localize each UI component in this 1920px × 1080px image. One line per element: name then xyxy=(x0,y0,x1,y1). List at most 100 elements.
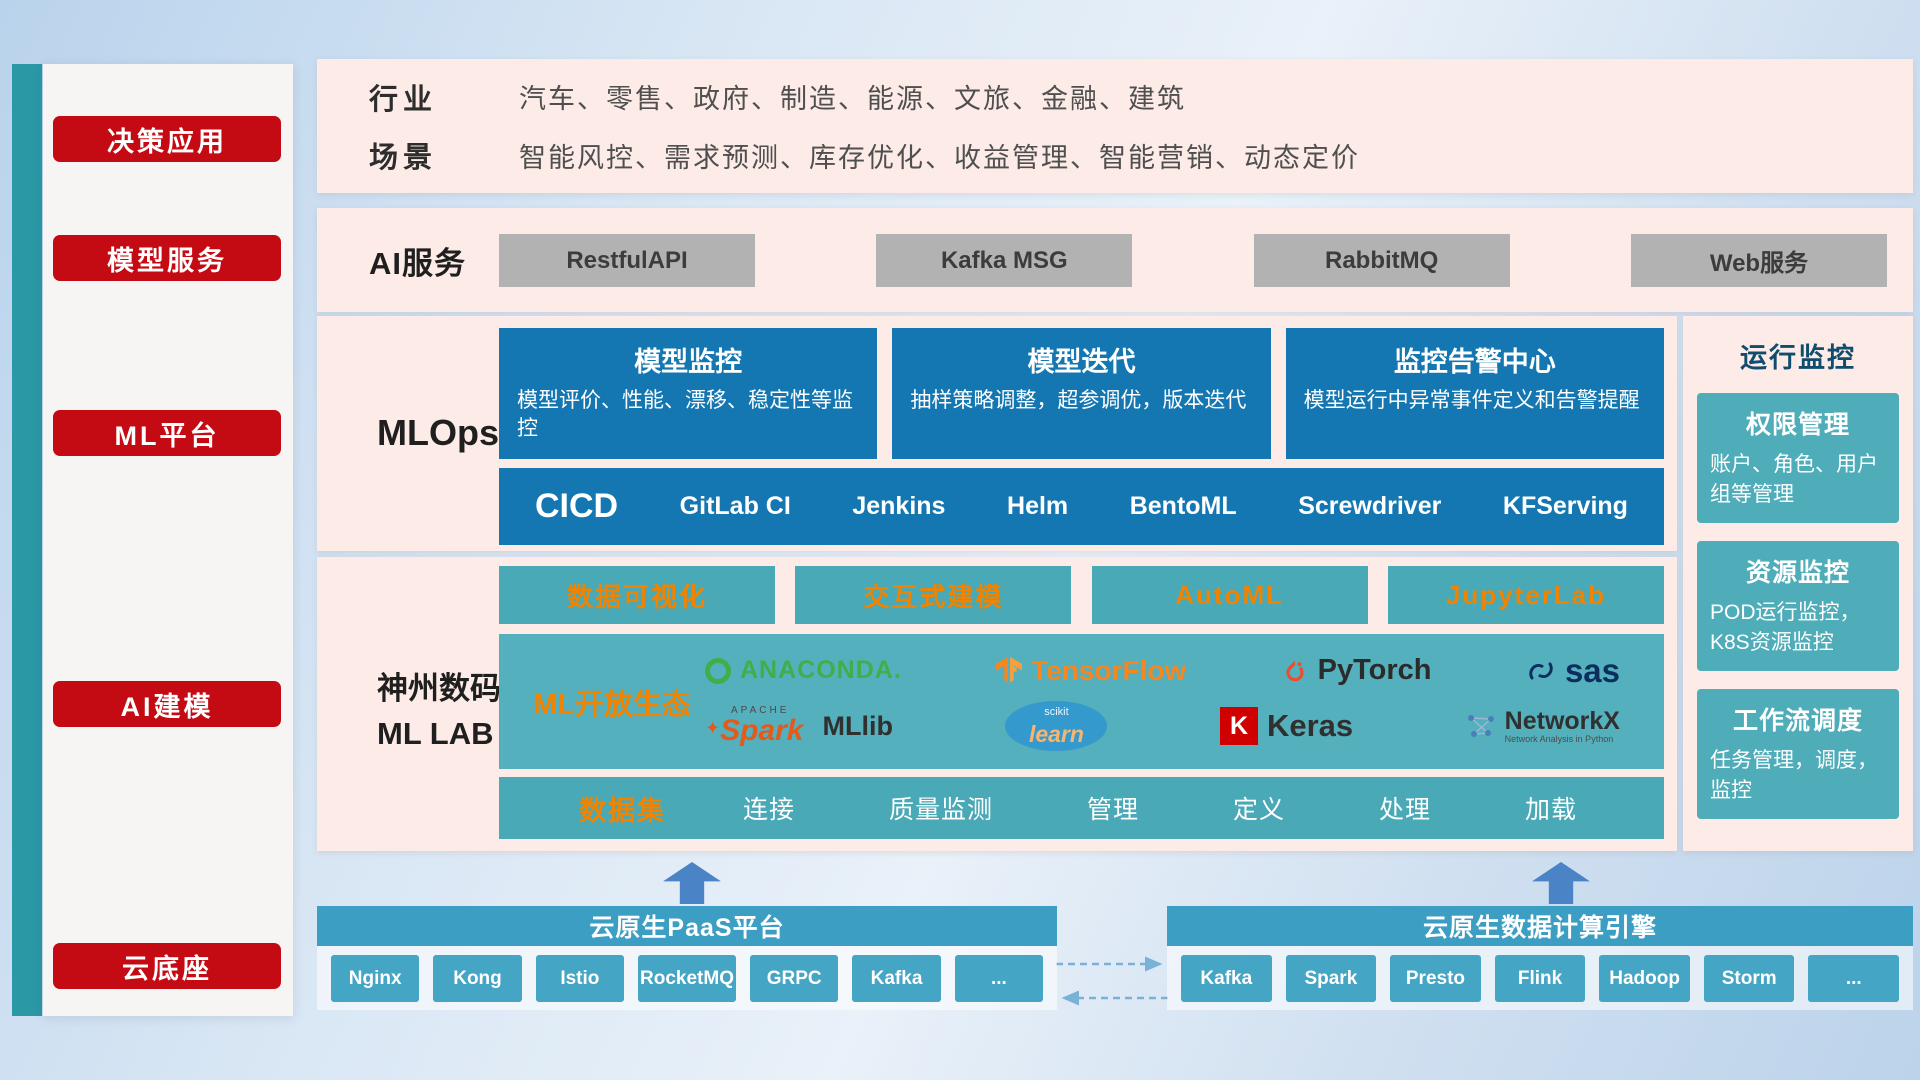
anaconda-logo: ANACONDA. xyxy=(705,656,902,685)
engine-presto: Presto xyxy=(1390,955,1481,1002)
card-title: 资源监控 xyxy=(1745,558,1850,587)
dataset-item-connect: 连接 xyxy=(742,796,795,824)
ai-service-panel: AI服务 RestfulAPI Kafka MSG RabbitMQ Web服务 xyxy=(317,208,1913,312)
tensorflow-icon xyxy=(996,656,1023,683)
paas-platform-bar: 云原生PaaS平台 xyxy=(317,906,1057,946)
dataset-items: 连接 质量监测 管理 定义 处理 加载 xyxy=(696,790,1624,826)
paas-istio: Istio xyxy=(535,955,625,1002)
cicd-tool-screwdriver: Screwdriver xyxy=(1298,492,1442,520)
cicd-bar: CICD GitLab CI Jenkins Helm BentoML Scre… xyxy=(499,468,1664,545)
tool-interactive-modeling: 交互式建模 xyxy=(795,566,1072,624)
dashed-flow-arrows xyxy=(1056,956,1168,1006)
cicd-tool-helm: Helm xyxy=(1007,492,1069,520)
tool-data-visualization: 数据可视化 xyxy=(499,566,776,624)
cicd-tool-bentoml: BentoML xyxy=(1129,492,1237,520)
cicd-tool-kfserving: KFServing xyxy=(1502,492,1628,520)
sas-icon xyxy=(1529,662,1553,680)
keras-logo: K Keras xyxy=(1219,707,1353,746)
paas-nginx: Nginx xyxy=(331,955,420,1002)
spark-logo: APACHE ✦Spark xyxy=(705,706,803,746)
left-accent-strip xyxy=(12,64,42,1016)
pytorch-text: PyTorch xyxy=(1317,654,1432,687)
networkx-text: NetworkX xyxy=(1504,706,1620,735)
logo-row-2: APACHE ✦Spark MLlib scikit learn K Kera xyxy=(705,701,1620,752)
runtime-monitoring-title: 运行监控 xyxy=(1740,343,1856,373)
alert-center-card: 监控告警中心 模型运行中异常事件定义和告警提醒 xyxy=(1285,328,1664,459)
scenario-label: 场景 xyxy=(369,142,438,175)
card-desc: 模型评价、性能、漂移、稳定性等监控 xyxy=(517,389,853,441)
anaconda-text: ANACONDA. xyxy=(740,656,902,685)
pytorch-logo: PyTorch xyxy=(1281,654,1432,687)
sidebar-item-ml-platform: ML平台 xyxy=(53,410,281,456)
card-title: 权限管理 xyxy=(1745,411,1850,439)
industry-row: 行业 汽车、零售、政府、制造、能源、文旅、金融、建筑 xyxy=(317,76,1913,118)
ml-lab-label-line1: 神州数码 xyxy=(377,671,501,706)
dataset-bar: 数据集 连接 质量监测 管理 定义 处理 加载 xyxy=(499,777,1664,839)
cicd-label: CICD xyxy=(535,487,619,525)
card-desc: 模型运行中异常事件定义和告警提醒 xyxy=(1303,389,1640,412)
ml-open-ecosystem: ML开放生态 ANACONDA. TensorFlow xyxy=(499,634,1664,769)
paas-rocketmq: RocketMQ xyxy=(638,955,736,1002)
scikit-learn-icon: scikit learn xyxy=(1005,701,1108,752)
paas-more: ... xyxy=(954,955,1044,1002)
engine-storm: Storm xyxy=(1703,955,1795,1002)
logo-row-1: ANACONDA. TensorFlow xyxy=(705,652,1620,690)
industry-value: 汽车、零售、政府、制造、能源、文旅、金融、建筑 xyxy=(519,84,1186,115)
application-layer-panel: 行业 汽车、零售、政府、制造、能源、文旅、金融、建筑 场景 智能风控、需求预测、… xyxy=(317,59,1913,193)
dataset-item-quality: 质量监测 xyxy=(888,796,993,824)
tensorflow-logo: TensorFlow xyxy=(996,655,1186,687)
permission-mgmt-card: 权限管理 账户、角色、用户组等管理 xyxy=(1697,393,1899,523)
ai-service-buttons: RestfulAPI Kafka MSG RabbitMQ Web服务 xyxy=(499,234,1887,287)
networkx-text-stack: NetworkX Network Analysis in Python xyxy=(1504,706,1620,745)
workflow-scheduling-card: 工作流调度 任务管理，调度，监控 xyxy=(1697,688,1899,819)
card-title: 工作流调度 xyxy=(1732,706,1863,735)
pytorch-icon xyxy=(1286,660,1304,681)
networkx-icon xyxy=(1467,715,1494,738)
spark-word: Spark xyxy=(720,714,804,748)
ecosystem-label: ML开放生态 xyxy=(533,688,691,721)
engine-flink: Flink xyxy=(1494,955,1586,1002)
engine-kafka: Kafka xyxy=(1181,955,1272,1002)
cicd-tool-gitlab-ci: GitLab CI xyxy=(679,492,791,520)
card-title: 模型监控 xyxy=(634,347,743,377)
model-monitoring-card: 模型监控 模型评价、性能、漂移、稳定性等监控 xyxy=(499,328,878,459)
data-engine-bar: 云原生数据计算引擎 xyxy=(1167,906,1913,946)
spark-text: ✦Spark xyxy=(705,716,803,746)
engine-components: Kafka Spark Presto Flink Hadoop Storm ..… xyxy=(1167,946,1913,1002)
runtime-monitoring-panel: 运行监控 权限管理 账户、角色、用户组等管理 资源监控 POD运行监控，K8S资… xyxy=(1683,316,1913,851)
card-desc: 抽样策略调整，超参调优，版本迭代 xyxy=(910,389,1247,412)
sas-text: sas xyxy=(1564,651,1620,689)
card-desc: 账户、角色、用户组等管理 xyxy=(1710,453,1878,507)
card-desc: POD运行监控，K8S资源监控 xyxy=(1710,600,1861,655)
ml-lab-tools: 数据可视化 交互式建模 AutoML JupyterLab xyxy=(499,566,1664,624)
scenario-row: 场景 智能风控、需求预测、库存优化、收益管理、智能营销、动态定价 xyxy=(317,134,1913,176)
ecosystem-logos: ANACONDA. TensorFlow xyxy=(699,634,1664,769)
up-arrow-engine xyxy=(1532,862,1590,904)
sidebar-item-model-service: 模型服务 xyxy=(53,235,281,281)
sidebar-item-cloud-base: 云底座 xyxy=(53,943,281,989)
layer-sidebar xyxy=(43,64,293,1016)
service-web: Web服务 xyxy=(1630,234,1887,287)
anaconda-icon xyxy=(705,657,731,684)
apache-text: APACHE xyxy=(731,705,790,717)
card-title: 监控告警中心 xyxy=(1393,347,1556,377)
networkx-subtitle: Network Analysis in Python xyxy=(1504,734,1614,745)
mlops-panel: MLOps 模型监控 模型评价、性能、漂移、稳定性等监控 模型迭代 抽样策略调整… xyxy=(317,316,1677,551)
up-arrow-paas xyxy=(663,862,721,904)
scenario-value: 智能风控、需求预测、库存优化、收益管理、智能营销、动态定价 xyxy=(519,142,1360,173)
sidebar-item-ai-modeling: AI建模 xyxy=(53,681,281,727)
data-engine-group: 云原生数据计算引擎 Kafka Spark Presto Flink Hadoo… xyxy=(1167,906,1913,1010)
dataset-label: 数据集 xyxy=(579,795,666,826)
ml-lab-panel: 神州数码 ML LAB 数据可视化 交互式建模 AutoML JupyterLa… xyxy=(317,557,1677,851)
tool-automl: AutoML xyxy=(1091,566,1368,624)
card-desc: 任务管理，调度，监控 xyxy=(1710,748,1878,803)
tool-jupyterlab: JupyterLab xyxy=(1387,566,1664,624)
sidebar-item-decision-apps: 决策应用 xyxy=(53,116,281,162)
tensorflow-text: TensorFlow xyxy=(1031,654,1187,686)
scikit-learn-logo: scikit learn xyxy=(1005,701,1108,752)
ai-service-label: AI服务 xyxy=(369,245,466,281)
dataset-item-load: 加载 xyxy=(1524,796,1577,824)
dataset-item-define: 定义 xyxy=(1232,796,1285,824)
paas-kong: Kong xyxy=(433,955,522,1002)
